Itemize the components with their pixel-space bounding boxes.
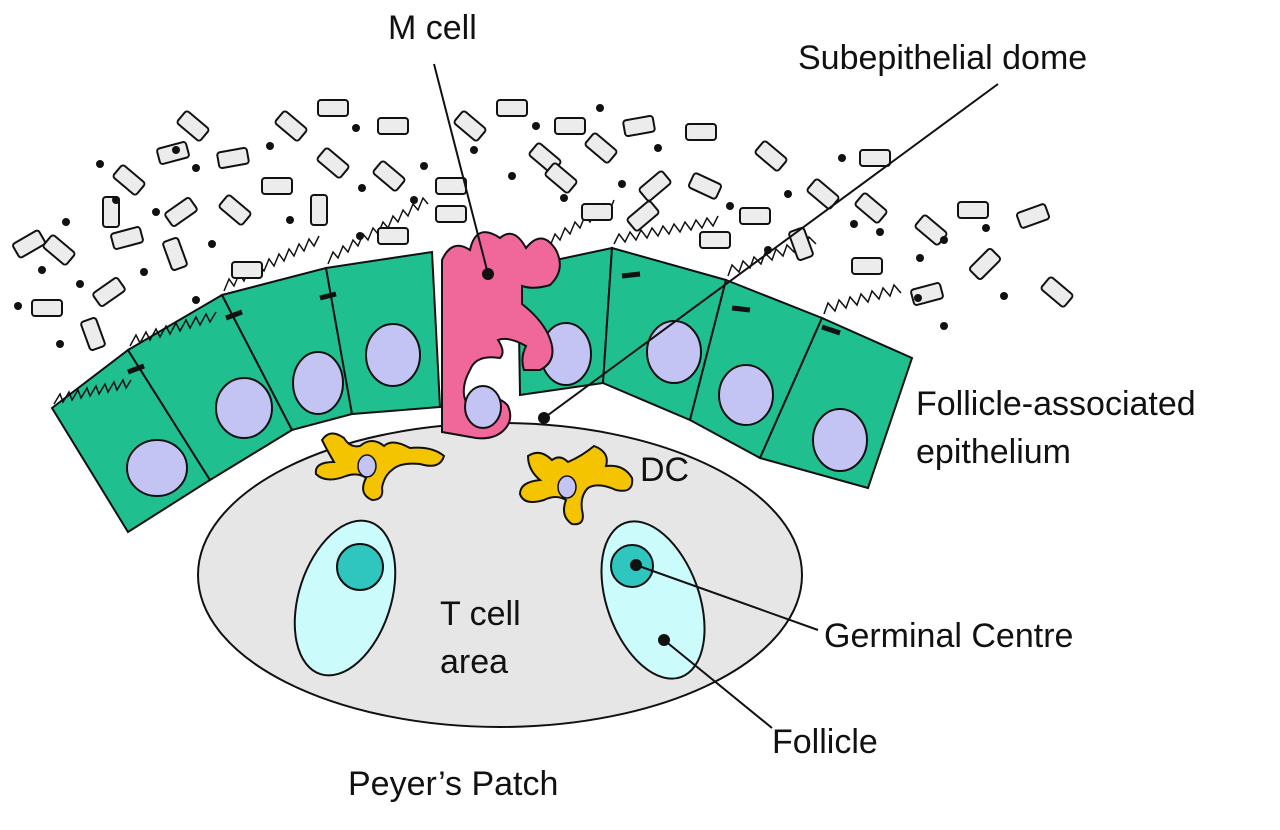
follicle-right [600, 520, 706, 680]
leader-lines [433, 63, 999, 729]
leader-follicle [663, 639, 773, 729]
label-fae-line1: Follicle-associated [916, 385, 1196, 423]
label-fae-line2: epithelium [916, 433, 1071, 471]
nuclei [126, 320, 868, 497]
leader-germinal-centre [635, 564, 819, 631]
label-subepithelial-dome: Subepithelial dome [798, 39, 1088, 77]
label-m-cell: M cell [388, 9, 477, 47]
follicle-left [293, 519, 397, 677]
leader-germinal-centre-dot [630, 559, 642, 571]
leader-m-cell [433, 63, 489, 275]
dendritic-cell-right [518, 444, 634, 526]
tight-junctions [127, 271, 841, 375]
luminal-bacteria [12, 99, 1074, 351]
label-dc: DC [640, 451, 690, 489]
label-t-cell-line2: area [440, 643, 509, 681]
label-peyers-patch: Peyer’s Patch [348, 765, 559, 803]
label-t-cell-line1: T cell [440, 595, 521, 633]
label-germinal-centre: Germinal Centre [824, 617, 1074, 655]
luminal-particles [14, 104, 1008, 348]
leader-follicle-dot [658, 634, 670, 646]
leader-subepithelial-dome [543, 83, 999, 419]
leader-m-cell-dot [482, 268, 494, 280]
leader-subepithelial-dome-dot [538, 412, 550, 424]
label-follicle: Follicle [772, 723, 878, 761]
m-cell-nucleus [464, 385, 502, 429]
epithelial-cell [758, 316, 914, 490]
dendritic-cell-left [314, 432, 446, 502]
germinal-centre-left [336, 543, 384, 591]
